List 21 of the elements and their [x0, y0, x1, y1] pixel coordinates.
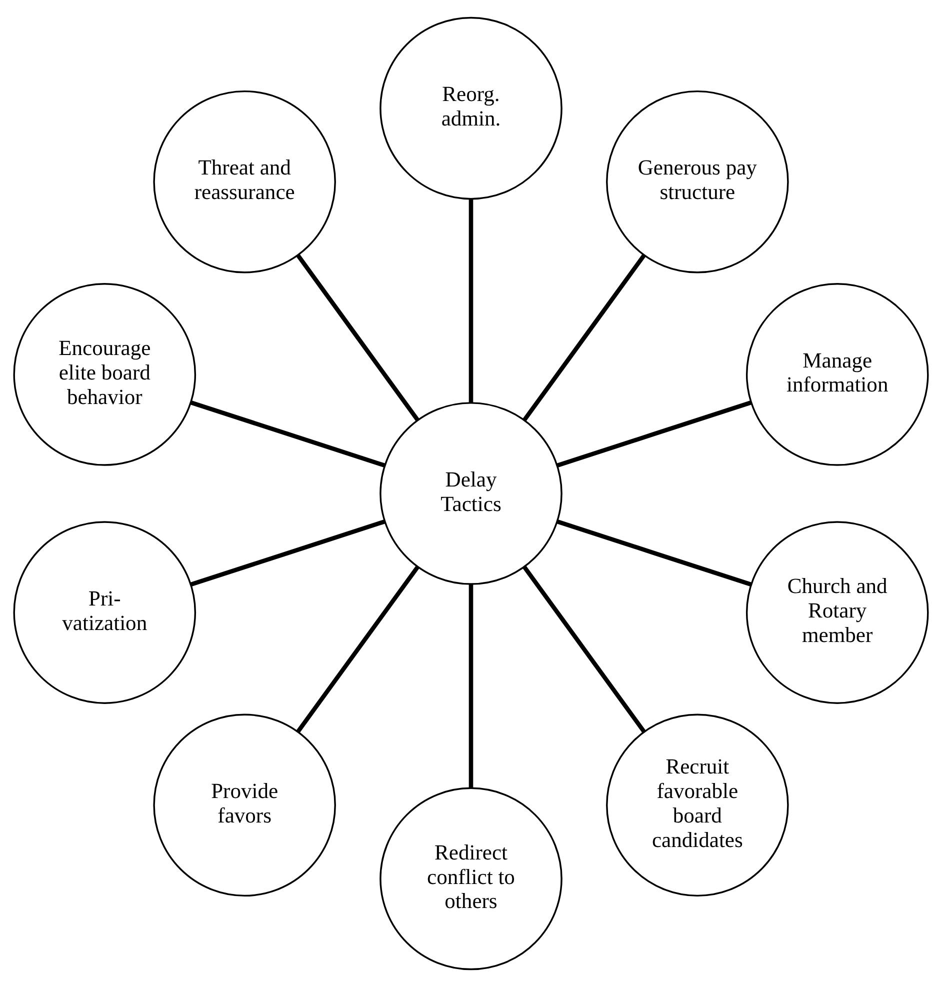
- node-circle: Recruit favorable board candidates: [606, 713, 789, 896]
- connector: [556, 519, 752, 586]
- node-circle: Provide favors: [153, 713, 336, 896]
- node-circle: Reorg. admin.: [380, 16, 562, 200]
- connector: [522, 565, 646, 732]
- node-circle: Pri- vatization: [13, 520, 196, 704]
- connector: [556, 400, 752, 467]
- connector: [296, 254, 420, 421]
- node-circle: Church and Rotary member: [746, 520, 929, 704]
- connector: [522, 254, 646, 421]
- node-circle: Delay Tactics: [380, 402, 562, 584]
- node-circle: Redirect conflict to others: [380, 786, 562, 970]
- connector: [468, 198, 474, 402]
- connector: [468, 584, 474, 788]
- connector: [296, 565, 420, 732]
- node-circle: Generous pay structure: [606, 90, 789, 273]
- connector: [190, 519, 386, 586]
- connector: [190, 400, 386, 467]
- node-circle: Encourage elite board behavior: [13, 282, 196, 466]
- node-circle: Threat and reassurance: [153, 90, 336, 273]
- node-circle: Manage information: [746, 282, 929, 466]
